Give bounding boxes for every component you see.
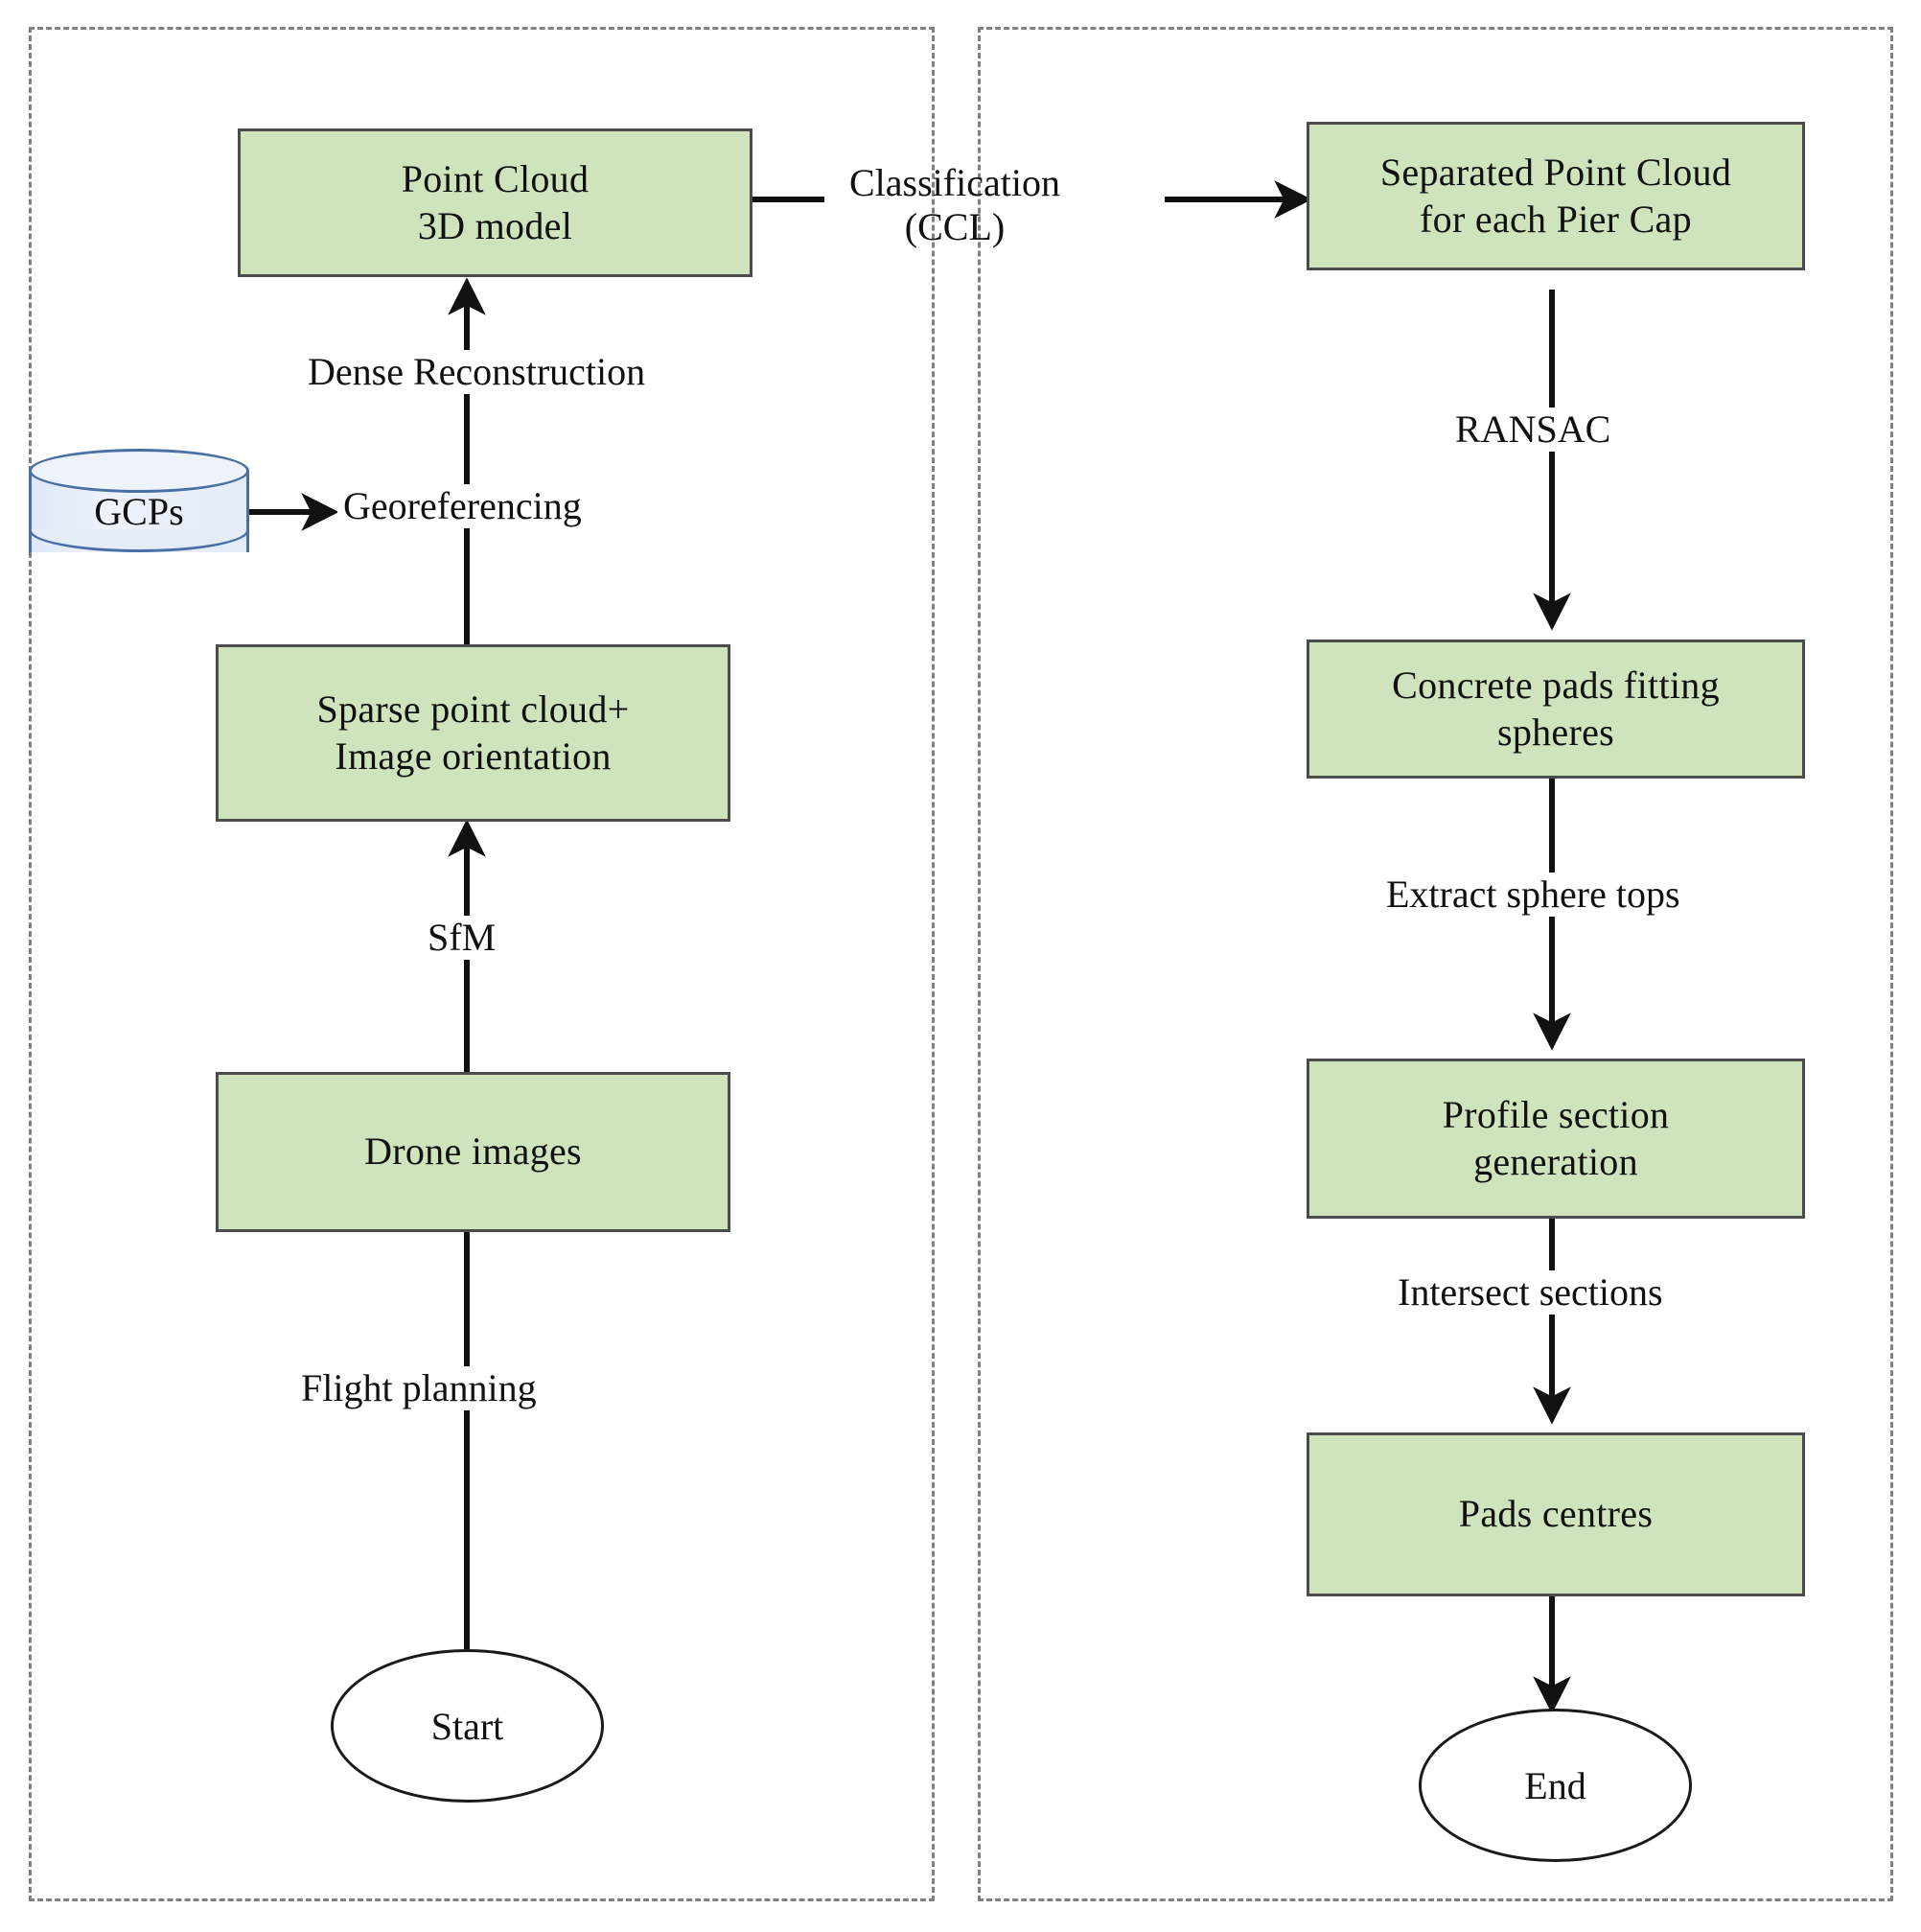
node-label: GCPs — [94, 489, 184, 533]
node-label: Sparse point cloud+ Image orientation — [316, 687, 630, 778]
node-end-terminator[interactable]: End — [1419, 1709, 1692, 1862]
node-separated-point-cloud[interactable]: Separated Point Cloud for each Pier Cap — [1307, 122, 1805, 270]
edge-label-flight-planning: Flight planning — [295, 1366, 543, 1410]
node-label: Separated Point Cloud for each Pier Cap — [1379, 150, 1732, 241]
node-label: Concrete pads fitting spheres — [1392, 663, 1720, 754]
node-label: Drone images — [364, 1129, 582, 1174]
node-label: End — [1524, 1763, 1586, 1807]
node-label: Pads centres — [1458, 1492, 1654, 1536]
edge-label-extract-sphere-tops: Extract sphere tops — [1380, 873, 1686, 917]
edge-label-ransac: RANSAC — [1449, 407, 1617, 452]
node-label: Start — [430, 1704, 504, 1748]
edge-label-classification: Classification (CCL) — [849, 161, 1060, 248]
node-label: Profile section generation — [1442, 1092, 1670, 1183]
node-pads-centres[interactable]: Pads centres — [1307, 1432, 1805, 1596]
node-profile-section-generation[interactable]: Profile section generation — [1307, 1059, 1805, 1219]
cylinder-top — [29, 449, 249, 493]
node-start-terminator[interactable]: Start — [331, 1649, 604, 1803]
right-phase-panel — [978, 27, 1893, 1901]
node-point-cloud-3d-model[interactable]: Point Cloud 3D model — [238, 128, 752, 277]
edge-label-sfm: SfM — [422, 916, 502, 960]
edge-label-intersect-sections: Intersect sections — [1392, 1270, 1669, 1315]
node-gcps-database[interactable]: GCPs — [29, 449, 249, 573]
node-label: Point Cloud 3D model — [401, 156, 590, 247]
edge-label-dense-reconstruction: Dense Reconstruction — [302, 350, 652, 394]
left-phase-panel — [29, 27, 935, 1901]
node-drone-images[interactable]: Drone images — [216, 1072, 730, 1232]
edge-label-georeferencing: Georeferencing — [337, 484, 588, 528]
node-concrete-pads-fitting-spheres[interactable]: Concrete pads fitting spheres — [1307, 640, 1805, 779]
node-sparse-point-cloud[interactable]: Sparse point cloud+ Image orientation — [216, 644, 730, 822]
